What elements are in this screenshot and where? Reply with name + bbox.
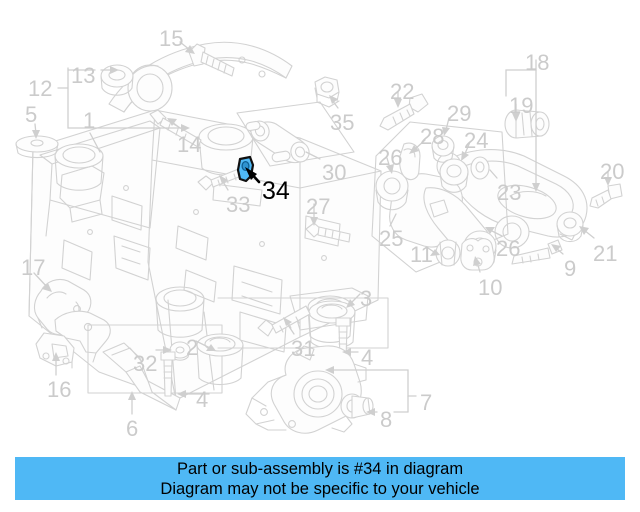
bolt-27 bbox=[305, 222, 351, 243]
callout-label-30: 30 bbox=[322, 160, 347, 185]
callout-label-2: 2 bbox=[186, 335, 199, 360]
callout-label-3: 3 bbox=[360, 286, 373, 311]
bushing-8 bbox=[340, 393, 374, 419]
callout-label-20: 20 bbox=[600, 159, 625, 184]
toe-link-assembly-30 bbox=[236, 101, 355, 167]
callout-label-4: 4 bbox=[361, 345, 374, 370]
callout-label-33: 33 bbox=[226, 192, 251, 217]
callout-label-29: 29 bbox=[447, 101, 472, 126]
callout-label-10: 10 bbox=[478, 275, 503, 300]
bolt-31 bbox=[257, 305, 311, 337]
callout-label-27: 27 bbox=[306, 194, 331, 219]
nut-35 bbox=[314, 76, 340, 108]
banner-line-1: Part or sub-assembly is #34 in diagram bbox=[176, 459, 464, 478]
callout-label-4: 4 bbox=[196, 387, 209, 412]
callout-label-32: 32 bbox=[133, 351, 158, 376]
callout-label-14: 14 bbox=[177, 132, 202, 157]
knuckle-assembly bbox=[245, 345, 367, 434]
callout-label-9: 9 bbox=[564, 256, 577, 281]
bracket-10 bbox=[460, 238, 495, 271]
callout-label-7: 7 bbox=[420, 390, 433, 415]
callout-label-23: 23 bbox=[497, 180, 522, 205]
bolt-14 bbox=[149, 109, 202, 148]
bolt-22 bbox=[379, 93, 429, 131]
callout-label-13: 13 bbox=[71, 63, 96, 88]
callout-label-35: 35 bbox=[330, 110, 355, 135]
callout-label-11: 11 bbox=[410, 242, 433, 267]
callout-label-17: 17 bbox=[21, 255, 46, 280]
callout-label-25: 25 bbox=[379, 226, 404, 251]
callout-label-5: 5 bbox=[25, 102, 38, 127]
callout-label-22: 22 bbox=[390, 79, 415, 104]
callout-label-19: 19 bbox=[509, 93, 534, 118]
callout-label-31: 31 bbox=[291, 336, 316, 361]
bolt-4b bbox=[160, 351, 176, 397]
callout-label-6: 6 bbox=[126, 416, 139, 441]
bolt-15 bbox=[188, 43, 235, 77]
bushing-3 bbox=[217, 297, 389, 350]
callout-label-12: 12 bbox=[28, 76, 53, 101]
bushing-28 bbox=[399, 142, 421, 181]
callout-label-28: 28 bbox=[420, 124, 445, 149]
callout-label-15: 15 bbox=[159, 26, 184, 51]
callout-label-26: 26 bbox=[496, 236, 521, 261]
callout-label-34-highlighted[interactable]: 34 bbox=[262, 177, 290, 205]
bracket-16 bbox=[35, 310, 111, 369]
callout-label-26: 26 bbox=[378, 145, 403, 170]
bushing-21 bbox=[556, 211, 584, 243]
subframe-assembly-1 bbox=[28, 109, 382, 401]
callout-label-24: 24 bbox=[464, 128, 489, 153]
notice-banner: Part or sub-assembly is #34 in diagram D… bbox=[15, 457, 625, 500]
leader-lines bbox=[32, 41, 612, 416]
callout-label-21: 21 bbox=[593, 241, 618, 266]
highlighted-part-34[interactable] bbox=[236, 155, 261, 184]
bushing-24 bbox=[439, 156, 490, 193]
bushing-11 bbox=[435, 239, 461, 267]
callout-label-18: 18 bbox=[525, 50, 550, 75]
callout-label-1: 1 bbox=[83, 108, 96, 133]
callout-label-16: 16 bbox=[47, 377, 72, 402]
bolt-20 bbox=[589, 183, 623, 209]
callout-label-8: 8 bbox=[380, 407, 393, 432]
banner-line-2: Diagram may not be specific to your vehi… bbox=[160, 479, 480, 498]
